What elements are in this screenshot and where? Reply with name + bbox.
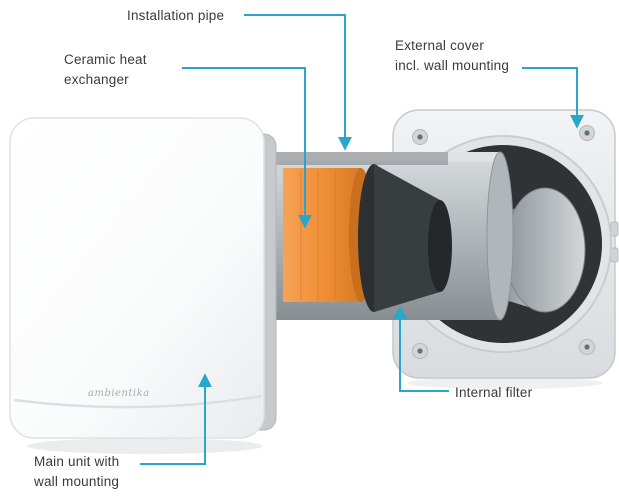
label-main-unit: Main unit with wall mounting: [34, 454, 120, 489]
label-installation-pipe: Installation pipe: [127, 8, 225, 23]
air-cone-base: [504, 187, 586, 313]
pipe-cut-edge: [258, 152, 448, 165]
brand-logo: ambientika: [88, 388, 150, 399]
connector-ceramic-heat-exchanger: [182, 67, 312, 229]
label-internal-filter: Internal filter: [455, 385, 533, 400]
screw-icon: [579, 125, 595, 141]
label-ceramic-heat-exchanger: Ceramic heat exchanger: [64, 52, 147, 87]
screw-icon: [579, 339, 595, 355]
connector-main-unit: [140, 373, 212, 465]
connector-lines: [140, 14, 584, 465]
front-panel: [9, 117, 265, 439]
connector-external-cover: [522, 67, 584, 129]
panel-seam: [13, 394, 263, 409]
main-unit-illustration: ambientika: [9, 117, 277, 439]
filter-cone: [374, 164, 440, 312]
cover-shadow: [407, 377, 603, 389]
screw-icon: [412, 343, 428, 359]
internal-filter-illustration: [358, 164, 452, 312]
cover-clip-top: [610, 221, 619, 237]
filter-cone-end: [428, 200, 452, 292]
connector-installation-pipe: [244, 14, 352, 151]
label-external-cover: External cover incl. wall mounting: [395, 38, 510, 73]
pipe-end: [486, 151, 514, 321]
screw-icon: [412, 129, 428, 145]
cover-clip-bottom: [610, 247, 619, 263]
exchanger-body: [283, 168, 361, 302]
connector-internal-filter: [393, 305, 449, 392]
